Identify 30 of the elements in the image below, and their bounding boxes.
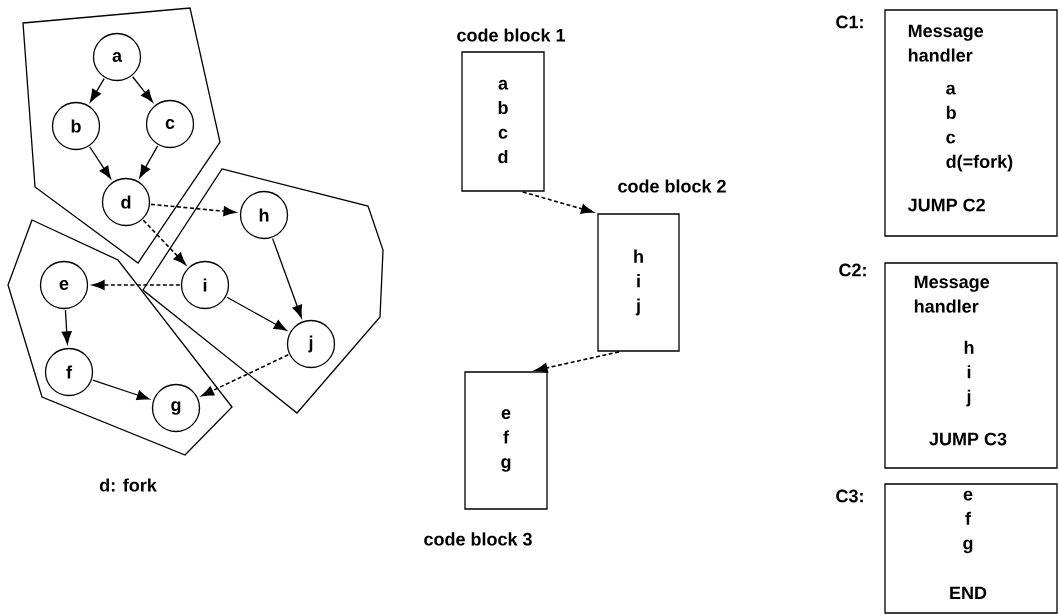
code-block-box: a b c d — [461, 51, 545, 192]
arrow — [92, 379, 150, 401]
arrow — [131, 76, 154, 103]
code-listing-box: Message handler a b c d(=fork) JUMP C2 — [884, 9, 1058, 237]
arrow — [150, 203, 236, 217]
code-listing-box: Message handler h i j JUMP C3 — [884, 262, 1058, 469]
code-block-box: h i j — [597, 213, 680, 352]
arrow — [535, 351, 620, 373]
arrow — [201, 353, 290, 397]
code-listing-box: e f g END — [884, 483, 1058, 614]
arrow — [89, 146, 112, 179]
arrow — [61, 309, 72, 345]
block-title: code block 2 — [618, 179, 726, 193]
code-block-box: e f g — [464, 371, 548, 510]
arrow — [271, 237, 303, 318]
box-label: C1: — [836, 15, 863, 29]
caption-label: d: fork — [99, 478, 157, 492]
block-title: code block 3 — [424, 532, 532, 546]
arrow — [139, 145, 159, 178]
partition-polygon — [7, 219, 233, 456]
arrow — [89, 77, 105, 103]
arrow — [226, 296, 287, 331]
partition-polygon — [142, 168, 384, 414]
block-title: code block 1 — [457, 28, 566, 42]
box-label: C2: — [839, 263, 866, 277]
box-label: C3: — [836, 489, 863, 503]
partition-polygon — [22, 7, 221, 264]
arrow — [142, 219, 186, 265]
arrow — [521, 191, 594, 214]
arrow — [92, 280, 181, 290]
